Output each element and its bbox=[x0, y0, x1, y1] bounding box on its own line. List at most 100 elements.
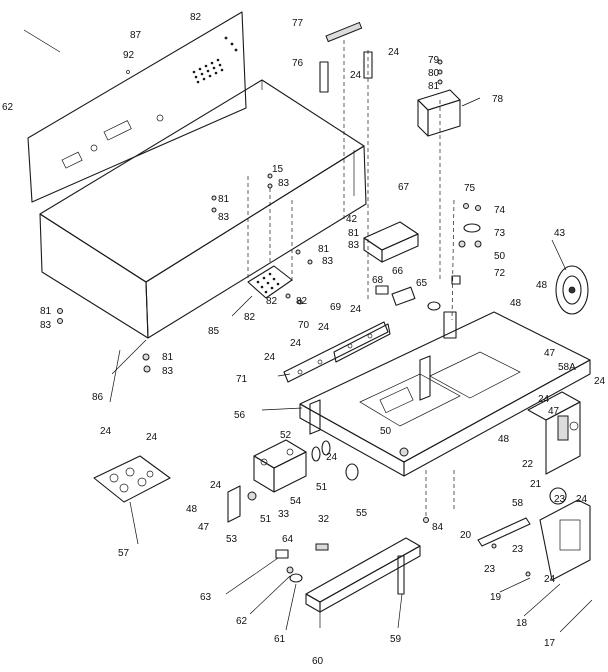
circuit-board bbox=[93, 455, 171, 503]
label-81: 81 bbox=[40, 306, 52, 317]
label-42: 42 bbox=[346, 214, 358, 225]
label-78: 78 bbox=[492, 94, 504, 105]
label-84: 84 bbox=[432, 522, 444, 533]
label-83: 83 bbox=[40, 320, 52, 331]
label-47: 47 bbox=[198, 522, 210, 533]
label-73: 73 bbox=[494, 228, 506, 239]
label-65: 65 bbox=[416, 278, 428, 289]
assembly-lines bbox=[247, 40, 455, 520]
label-24: 24 bbox=[544, 574, 556, 585]
terminal-block bbox=[363, 221, 419, 263]
label-52: 52 bbox=[280, 430, 292, 441]
label-85: 85 bbox=[208, 326, 220, 337]
vent-plate bbox=[247, 265, 293, 299]
label-72: 72 bbox=[494, 268, 506, 279]
leader-lines bbox=[23, 29, 593, 633]
label-24: 24 bbox=[594, 376, 606, 387]
label-80: 80 bbox=[428, 68, 440, 79]
label-81: 81 bbox=[218, 194, 230, 205]
label-24: 24 bbox=[210, 480, 222, 491]
label-57: 57 bbox=[118, 548, 130, 559]
label-21: 21 bbox=[530, 479, 542, 490]
label-24: 24 bbox=[146, 432, 158, 443]
label-24: 24 bbox=[290, 338, 302, 349]
label-81: 81 bbox=[428, 81, 440, 92]
label-23: 23 bbox=[554, 494, 566, 505]
label-23: 23 bbox=[484, 564, 496, 575]
label-67: 67 bbox=[398, 182, 410, 193]
label-19: 19 bbox=[490, 592, 502, 603]
label-51: 51 bbox=[316, 482, 328, 493]
label-74: 74 bbox=[494, 205, 506, 216]
label-56: 56 bbox=[234, 410, 246, 421]
label-53: 53 bbox=[226, 534, 238, 545]
shaft-and-brackets bbox=[319, 21, 373, 93]
label-18: 18 bbox=[516, 618, 528, 629]
label-70: 70 bbox=[298, 320, 310, 331]
label-20: 20 bbox=[460, 530, 472, 541]
mounting-brackets bbox=[375, 275, 461, 339]
label-66: 66 bbox=[392, 266, 404, 277]
label-24: 24 bbox=[326, 452, 338, 463]
label-50: 50 bbox=[494, 251, 506, 262]
label-64: 64 bbox=[282, 534, 294, 545]
label-47: 47 bbox=[548, 406, 560, 417]
label-55: 55 bbox=[356, 508, 368, 519]
label-48: 48 bbox=[536, 280, 548, 291]
rear-panel bbox=[27, 11, 247, 203]
label-81: 81 bbox=[162, 352, 174, 363]
strip-brackets bbox=[283, 321, 391, 383]
power-block bbox=[253, 439, 307, 493]
label-79: 79 bbox=[428, 55, 440, 66]
label-82: 82 bbox=[244, 312, 256, 323]
label-82: 82 bbox=[266, 296, 278, 307]
label-51: 51 bbox=[260, 514, 272, 525]
label-83: 83 bbox=[218, 212, 230, 223]
label-58: 58 bbox=[512, 498, 524, 509]
label-15: 15 bbox=[272, 164, 284, 175]
label-62: 62 bbox=[236, 616, 248, 627]
label-48: 48 bbox=[510, 298, 522, 309]
label-61: 61 bbox=[274, 634, 286, 645]
label-86: 86 bbox=[92, 392, 104, 403]
label-24: 24 bbox=[388, 47, 400, 58]
label-59: 59 bbox=[390, 634, 402, 645]
cabinet-cover bbox=[39, 79, 367, 339]
fan-wheel bbox=[555, 265, 589, 315]
label-92: 92 bbox=[123, 50, 135, 61]
label-81: 81 bbox=[348, 228, 360, 239]
label-33: 33 bbox=[278, 509, 290, 520]
label-83: 83 bbox=[278, 178, 290, 189]
label-24: 24 bbox=[350, 304, 362, 315]
label-63: 63 bbox=[200, 592, 212, 603]
label-81: 81 bbox=[318, 244, 330, 255]
screws-group bbox=[57, 173, 313, 373]
label-62: 62 bbox=[2, 102, 14, 113]
l-bracket bbox=[227, 485, 241, 523]
label-50: 50 bbox=[380, 426, 392, 437]
label-83: 83 bbox=[322, 256, 334, 267]
label-24: 24 bbox=[538, 394, 550, 405]
label-77: 77 bbox=[292, 18, 304, 29]
label-24: 24 bbox=[350, 70, 362, 81]
label-24: 24 bbox=[100, 426, 112, 437]
part-labels: 82 87 77 24 92 76 24 79 80 81 78 62 15 8… bbox=[2, 12, 606, 667]
label-32: 32 bbox=[318, 514, 330, 525]
transformer bbox=[417, 59, 461, 137]
main-chassis bbox=[299, 311, 591, 477]
label-48: 48 bbox=[498, 434, 510, 445]
front-panel bbox=[275, 537, 421, 613]
label-68: 68 bbox=[372, 275, 384, 286]
label-22: 22 bbox=[522, 459, 534, 470]
control-knobs bbox=[458, 203, 482, 248]
side-assembly bbox=[527, 391, 581, 475]
label-47: 47 bbox=[544, 348, 556, 359]
label-87: 87 bbox=[130, 30, 142, 41]
label-76: 76 bbox=[292, 58, 304, 69]
label-60: 60 bbox=[312, 656, 324, 667]
label-24: 24 bbox=[576, 494, 588, 505]
label-82: 82 bbox=[296, 296, 308, 307]
label-83: 83 bbox=[348, 240, 360, 251]
lower-right-parts bbox=[423, 487, 591, 581]
